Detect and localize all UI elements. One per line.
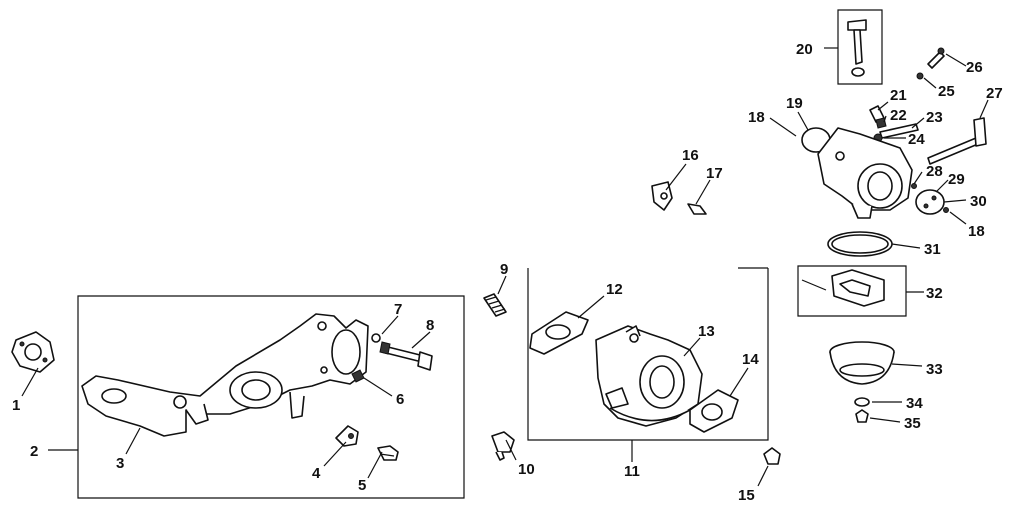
callout-26: 26	[966, 59, 983, 76]
callout-4: 4	[312, 465, 321, 482]
callout-23: 23	[926, 109, 943, 126]
part-5-screw	[377, 445, 399, 461]
callout-19: 19	[786, 95, 803, 112]
part-7-washer	[371, 333, 381, 343]
part-27-shaft	[927, 117, 987, 165]
part-10-fitting	[491, 431, 515, 461]
callout-10: 10	[518, 461, 535, 478]
callout-18b: 18	[968, 223, 985, 240]
callout-18a: 18	[748, 109, 765, 126]
part-1-gasket	[11, 331, 55, 373]
callout-15: 15	[738, 487, 755, 504]
part-4-bracket	[335, 425, 359, 447]
callout-1: 1	[12, 397, 20, 414]
part-29-throttle-plate	[915, 189, 945, 215]
part-33-float-bowl	[829, 341, 895, 385]
callout-31: 31	[924, 241, 941, 258]
callout-7: 7	[394, 301, 402, 318]
part-31-bowl-gasket	[827, 231, 893, 257]
callout-16: 16	[682, 147, 699, 164]
callout-35: 35	[904, 415, 921, 432]
callout-9: 9	[500, 261, 508, 278]
part-15-nut	[763, 447, 781, 465]
callout-25: 25	[938, 83, 955, 100]
part-14-gasket	[689, 389, 739, 433]
callout-2: 2	[30, 443, 38, 460]
callout-labels: 1 2 3 4 5 6 7 8 9 10 11 12 13 14 15 16 1…	[12, 41, 1003, 504]
part-35-screw	[855, 409, 869, 423]
part-22-screw	[875, 117, 887, 129]
part-8-stud	[379, 341, 433, 371]
callout-3: 3	[116, 455, 124, 472]
part-9-spring	[483, 293, 507, 317]
callout-34: 34	[906, 395, 923, 412]
callout-27: 27	[986, 85, 1003, 102]
callout-24: 24	[908, 131, 925, 148]
callout-5: 5	[358, 477, 366, 494]
part-32-float	[801, 269, 885, 307]
upper-carburetor-body	[817, 127, 913, 219]
callout-6: 6	[396, 391, 404, 408]
part-17-screw	[687, 203, 707, 215]
callout-20: 20	[796, 41, 813, 58]
callout-30: 30	[970, 193, 987, 210]
part-13-carburetor	[595, 325, 703, 427]
frame-carburetor-group	[527, 267, 769, 441]
callout-17: 17	[706, 165, 723, 182]
frame-part-32	[797, 265, 907, 317]
callout-13: 13	[698, 323, 715, 340]
callout-14: 14	[742, 351, 759, 368]
callout-11: 11	[624, 463, 640, 480]
part-20-needle	[847, 19, 867, 77]
part-34-washer	[854, 397, 870, 407]
part-18b-screw	[943, 207, 949, 213]
part-28-spring	[911, 183, 917, 189]
part-3-intake-manifold	[81, 313, 369, 437]
callout-32: 32	[926, 285, 943, 302]
callout-28: 28	[926, 163, 943, 180]
frame-manifold-group	[77, 295, 465, 499]
part-26-screw	[927, 47, 945, 69]
callout-22: 22	[890, 107, 907, 124]
callout-12: 12	[606, 281, 623, 298]
callout-29: 29	[948, 171, 965, 188]
leader-lines	[21, 47, 989, 487]
callout-21: 21	[890, 87, 907, 104]
callout-33: 33	[926, 361, 943, 378]
part-12-gasket	[529, 311, 589, 355]
frame-part-20	[837, 9, 883, 85]
part-25-washer	[916, 72, 924, 80]
callout-8: 8	[426, 317, 434, 334]
